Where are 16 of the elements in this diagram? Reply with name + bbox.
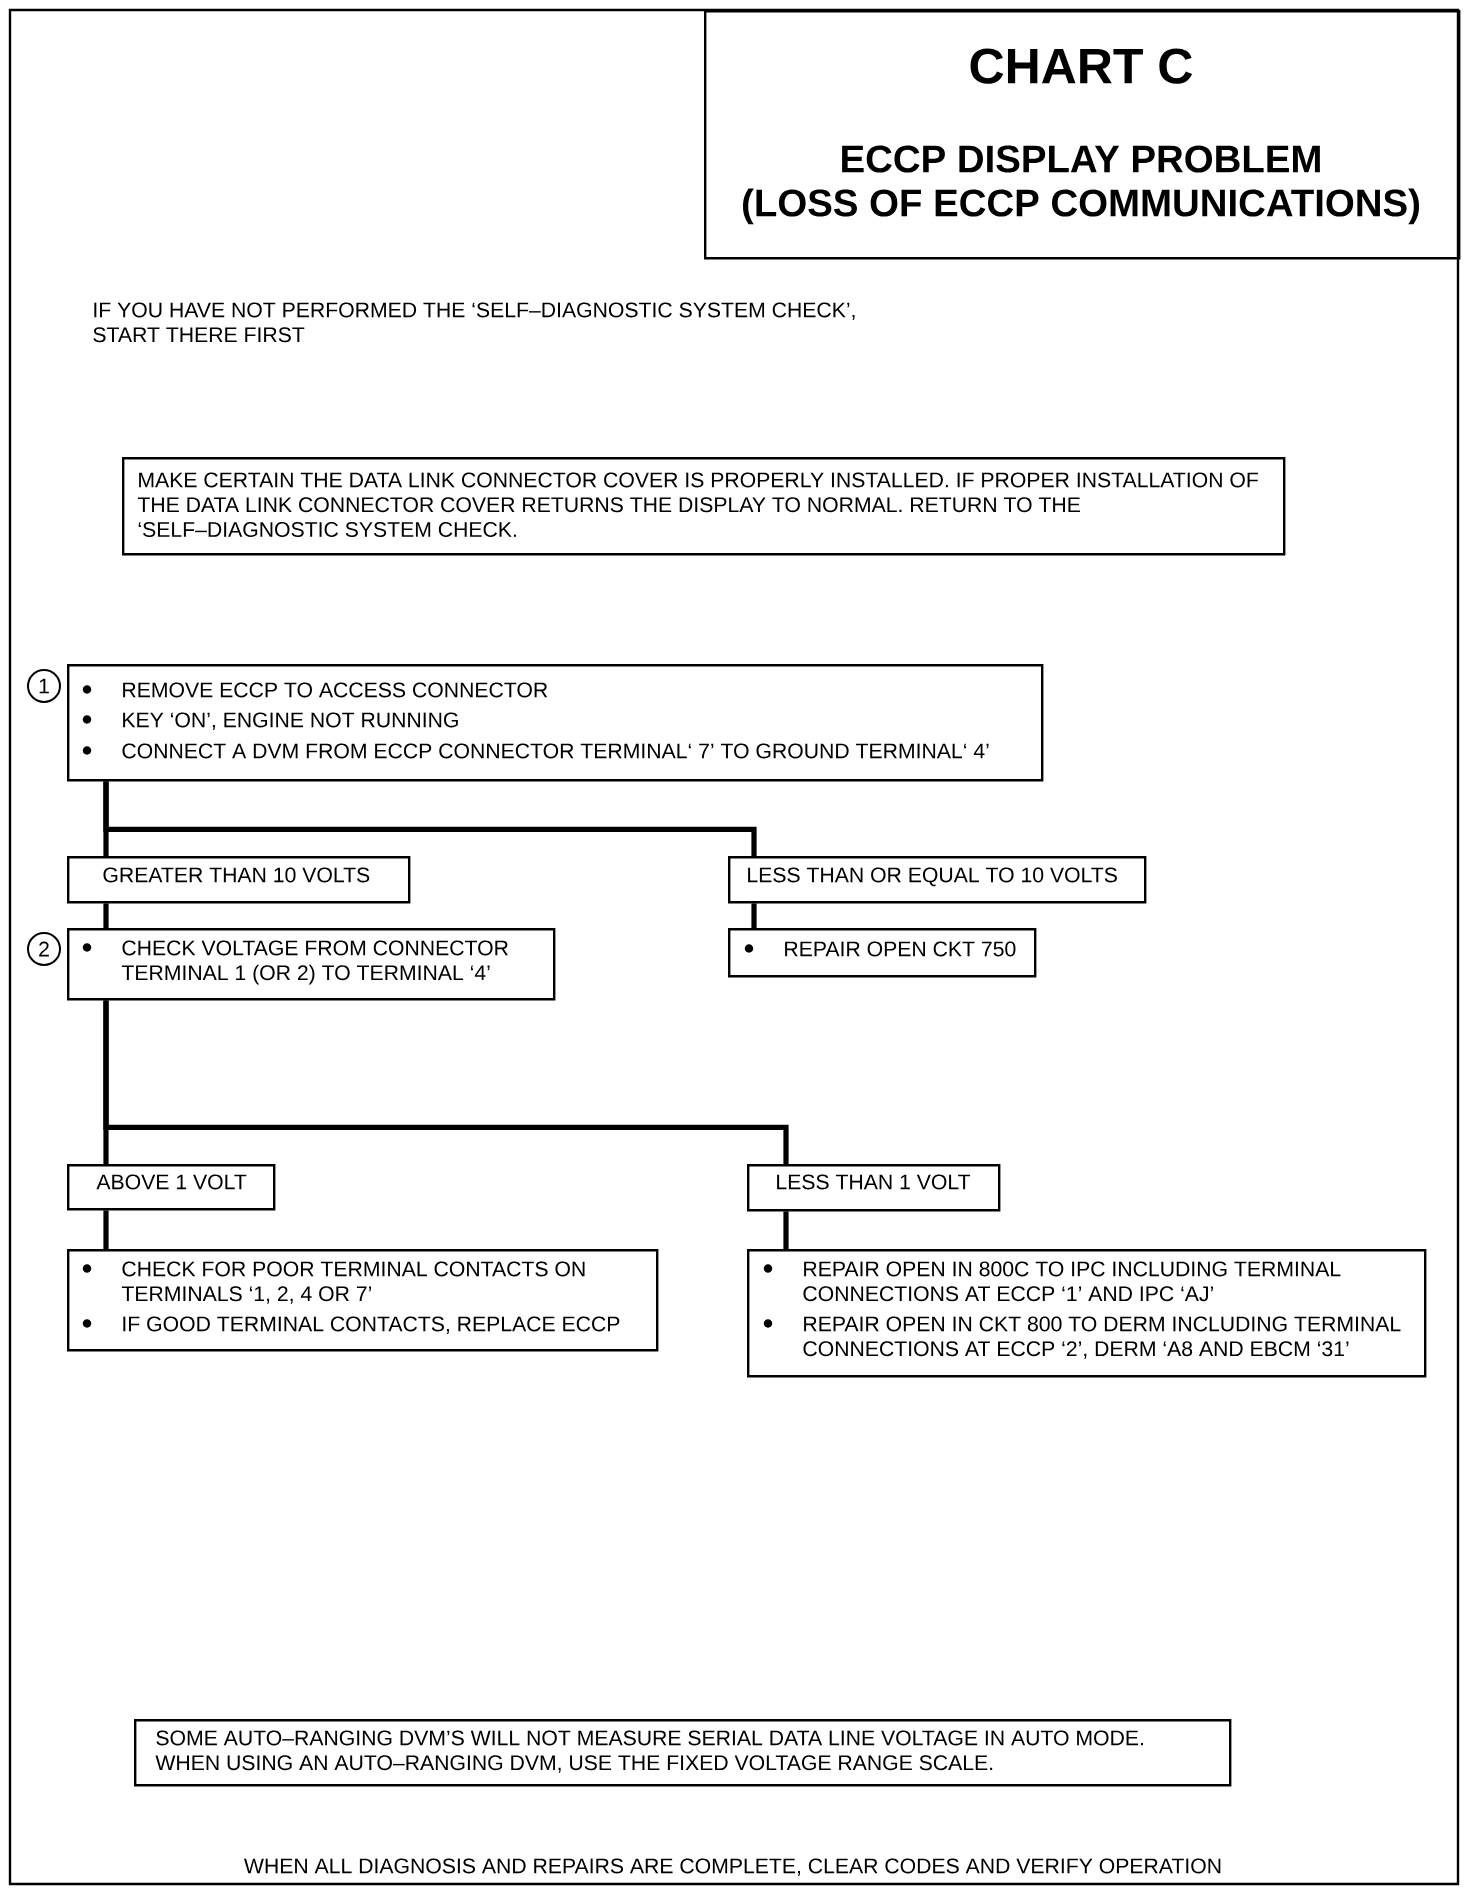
result-box: GREATER THAN 10 VOLTS	[67, 856, 411, 904]
title-box: CHART C ECCP DISPLAY PROBLEM (LOSS OF ECCP COMMUNICATIONS)	[704, 10, 1461, 260]
instruction-box: MAKE CERTAIN THE DATA LINK CONNECTOR COVER IS PROPERLY INSTALLED. IF PROPER INSTALLATION OF THE DATA LINK CONNECTOR COVER RETURNS THE DISPLAY TO NORMAL. RETURN TO THE ‘SELF–DIAGNOSTIC SYSTEM CHECK.	[122, 457, 1286, 556]
result-box: ABOVE 1 VOLT	[67, 1164, 276, 1211]
action-box: REPAIR OPEN CKT 750	[728, 928, 1037, 978]
step-box: CHECK VOLTAGE FROM CONNECTOR TERMINAL 1 (OR 2) TO TERMINAL ‘4’	[67, 928, 556, 1001]
step-box: REMOVE ECCP TO ACCESS CONNECTOR KEY ‘ON’, ENGINE NOT RUNNING CONNECT A DVM FROM ECCP CONNECTOR TERMINAL‘ 7’ TO GROUND TERMINAL‘ 4’	[67, 664, 1044, 782]
note-box: SOME AUTO–RANGING DVM’S WILL NOT MEASURE SERIAL DATA LINE VOLTAGE IN AUTO MODE. WHEN USING AN AUTO–RANGING DVM, USE THE FIXED VOLTAGE RANGE SCALE.	[134, 1719, 1232, 1787]
action-box: REPAIR OPEN IN 800C TO IPC INCLUDING TERMINAL CONNECTIONS AT ECCP ‘1’ AND IPC ‘AJ’ REPAIR OPEN IN CKT 800 TO DERM INCLUDING TERMINAL CONNECTIONS AT ECCP ‘2’, DERM ‘A8 AND EBCM ‘31’	[747, 1249, 1427, 1378]
note-text: IF YOU HAVE NOT PERFORMED THE ‘SELF–DIAGNOSTIC SYSTEM CHECK’, START THERE FIRST	[93, 302, 855, 343]
callout-number: 1	[27, 669, 61, 703]
note-text: WHEN ALL DIAGNOSIS AND REPAIRS ARE COMPLETE, CLEAR CODES AND VERIFY OPERATION	[244, 1858, 1221, 1876]
result-box: LESS THAN 1 VOLT	[747, 1164, 1001, 1212]
result-box: LESS THAN OR EQUAL TO 10 VOLTS	[728, 856, 1147, 904]
callout-number: 2	[27, 932, 61, 966]
action-box: CHECK FOR POOR TERMINAL CONTACTS ON TERMINALS ‘1, 2, 4 OR 7’ IF GOOD TERMINAL CONTACTS, REPLACE ECCP	[67, 1249, 659, 1352]
